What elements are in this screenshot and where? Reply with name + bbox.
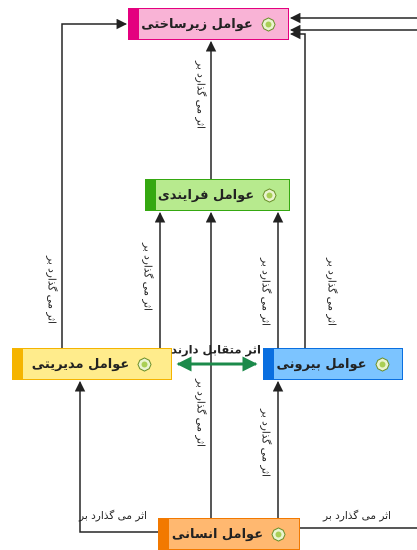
edge-label-management-to-infrastructure: اثر می گذارد بر — [45, 256, 58, 324]
node-label: عوامل زیرساختی — [141, 16, 253, 32]
edge-label-human-to-right: اثر می گذارد بر — [323, 509, 391, 522]
edge-label-external-to-infrastructure: اثر می گذارد بر — [325, 258, 338, 326]
node-accent-strip — [264, 349, 274, 379]
node-external[interactable]: عوامل بیرونی — [263, 348, 403, 380]
arrow-external-to-infrastructure — [289, 28, 306, 348]
edge-label-human-to-external: اثر می گذارد بر — [259, 409, 272, 477]
edge-label-process-to-infrastructure: اثر می گذارد بر — [194, 61, 207, 129]
node-accent-strip — [129, 9, 139, 39]
arrow-management-to-infrastructure — [61, 18, 128, 348]
gear-icon — [262, 187, 277, 203]
edge-label-mutual: اثر متقابل دارند — [171, 342, 261, 357]
node-label: عوامل مدیریتی — [31, 356, 130, 372]
node-process[interactable]: عوامل فرایندی — [145, 179, 290, 211]
node-infrastructure[interactable]: عوامل زیرساختی — [128, 8, 289, 40]
node-label: عوامل انسانی — [171, 526, 264, 542]
gear-icon — [374, 356, 390, 372]
arrow-human-to-management — [74, 380, 158, 533]
gear-icon — [137, 356, 152, 372]
node-accent-strip — [146, 180, 156, 210]
gear-icon — [271, 526, 286, 542]
node-label: عوامل بیرونی — [276, 356, 367, 372]
node-accent-strip — [159, 519, 169, 549]
node-accent-strip — [13, 349, 23, 379]
node-human[interactable]: عوامل انسانی — [158, 518, 300, 550]
node-management[interactable]: عوامل مدیریتی — [12, 348, 172, 380]
edge-label-human-to-management: اثر می گذارد بر — [79, 509, 147, 522]
node-label: عوامل فرایندی — [157, 187, 255, 203]
edge-label-external-to-process: اثر می گذارد بر — [259, 258, 272, 326]
gear-icon — [261, 16, 276, 32]
edge-label-human-to-process: اثر می گذارد بر — [194, 379, 207, 447]
edge-label-management-to-process: اثر می گذارد بر — [141, 243, 154, 311]
